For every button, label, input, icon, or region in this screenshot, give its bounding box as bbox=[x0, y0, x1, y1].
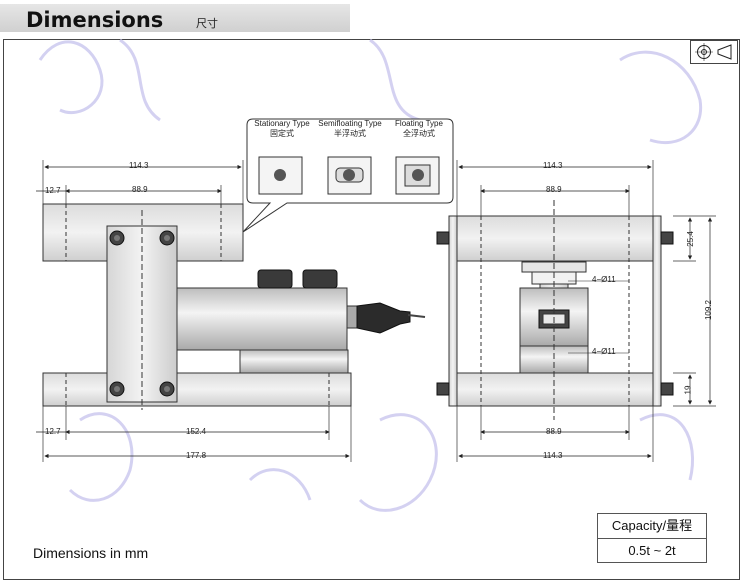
stationary-type-label: Stationary Type 固定式 bbox=[248, 119, 316, 140]
load-cell-body bbox=[176, 287, 348, 351]
type-name-cn: 固定式 bbox=[270, 129, 294, 139]
base-plate bbox=[42, 372, 352, 407]
dim-top-inner: 88.9 bbox=[132, 185, 148, 194]
base-plate bbox=[456, 372, 654, 407]
type-name-cn: 半浮动式 bbox=[334, 129, 366, 139]
dim-height-bottom: 19 bbox=[683, 385, 693, 395]
dim-height-total: 109.2 bbox=[704, 299, 714, 321]
dim-top-inner: 88.9 bbox=[546, 185, 562, 194]
type-name: Stationary Type bbox=[254, 119, 310, 128]
mount-type-callout bbox=[242, 118, 454, 233]
dim-bottom-inner: 88.9 bbox=[546, 427, 562, 436]
right-end-view bbox=[436, 160, 716, 462]
floating-type-label: Floating Type 全浮动式 bbox=[385, 119, 453, 140]
section-subtitle: 尺寸 bbox=[196, 18, 218, 30]
capacity-value: 0.5t ~ 2t bbox=[628, 543, 676, 558]
capacity-table: Capacity/量程 0.5t ~ 2t bbox=[597, 513, 707, 563]
gland-nut bbox=[257, 269, 293, 289]
section-title: Dimensions bbox=[26, 8, 164, 32]
units-note: Dimensions in mm bbox=[33, 545, 149, 561]
floral-watermark-icon bbox=[38, 38, 703, 512]
dim-bottom-offset: 12.7 bbox=[45, 427, 61, 436]
gland-nut bbox=[302, 269, 338, 289]
left-side-view bbox=[36, 160, 426, 462]
dim-hole-lower: 4−Ø11 bbox=[592, 347, 616, 356]
first-angle-projection-icon bbox=[690, 40, 738, 64]
dim-hole-upper: 4−Ø11 bbox=[592, 275, 616, 284]
cable-connector bbox=[356, 302, 411, 334]
dim-bottom-span: 152.4 bbox=[186, 427, 207, 436]
semifloating-mount-icon bbox=[327, 156, 372, 195]
dim-top-offset: 12.7 bbox=[45, 186, 61, 195]
dim-bottom-overall: 177.8 bbox=[186, 451, 207, 460]
bolt-icon bbox=[436, 231, 674, 396]
type-name-cn: 全浮动式 bbox=[403, 129, 435, 139]
dim-bottom-overall: 114.3 bbox=[543, 451, 563, 460]
capacity-label: Capacity/量程 bbox=[598, 514, 706, 539]
dim-height-top: 25.4 bbox=[685, 231, 695, 247]
semifloating-type-label: Semifloating Type 半浮动式 bbox=[316, 119, 384, 140]
top-plate bbox=[456, 215, 654, 262]
section-header: Dimensions 尺寸 bbox=[0, 4, 350, 32]
bolt-icon bbox=[109, 230, 175, 397]
dim-top-overall: 114.3 bbox=[129, 161, 149, 170]
dim-top-overall: 114.3 bbox=[543, 161, 563, 170]
type-name: Floating Type bbox=[395, 119, 443, 128]
type-name: Semifloating Type bbox=[318, 119, 382, 128]
